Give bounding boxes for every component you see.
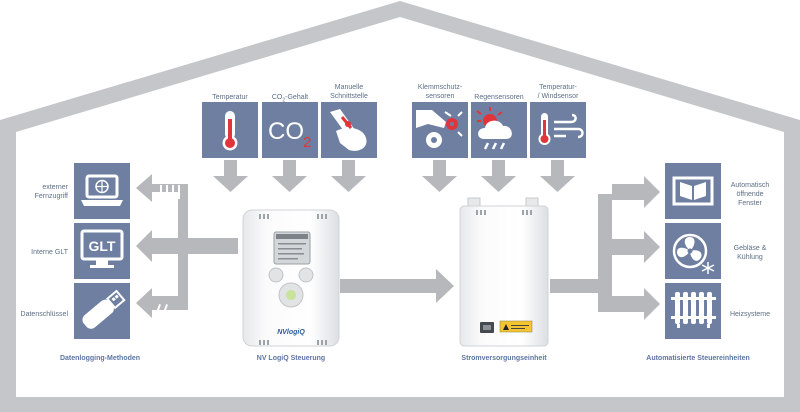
actuator-arrows xyxy=(550,176,660,320)
stripe-marks xyxy=(155,185,180,316)
label-manuell-line2: Schnittstelle xyxy=(330,93,368,100)
arrow-co2 xyxy=(272,160,307,192)
arrow-to-fenster xyxy=(612,176,660,208)
co2-subscript: 2 xyxy=(282,97,286,104)
rain-cloud-icon xyxy=(476,107,512,150)
label-glt: Interne GLT xyxy=(31,249,68,256)
label-regen: Regensensoren xyxy=(474,94,524,101)
controller-button-right xyxy=(298,267,314,283)
label-fernzugriff-line1: externer xyxy=(42,184,68,191)
thermometer-icon xyxy=(222,111,238,151)
section-title-controller: NV LogiQ Steuerung xyxy=(256,355,326,362)
co2-icon-subscript: 2 xyxy=(303,134,311,151)
usb-stick-icon xyxy=(82,289,126,329)
temperature-wind-icon xyxy=(538,113,584,145)
logging-arrows xyxy=(136,174,238,318)
controller-device: NVlogiQ xyxy=(242,209,340,347)
controller-button-left xyxy=(268,267,284,283)
section-title-actuators: Automatisierte Steuereinheiten xyxy=(646,355,750,362)
label-geblaese-line1: Gebläse & xyxy=(733,245,767,252)
tile-co2 xyxy=(262,102,318,158)
power-supply-device xyxy=(459,197,549,347)
radiator-icon xyxy=(671,292,716,328)
sensor-arrows xyxy=(213,160,575,192)
label-wind: Temperatur- / Windsensor xyxy=(523,83,593,101)
section-title-power: Stromversorgungseinheit xyxy=(461,355,547,362)
co2-suffix: -Gehalt xyxy=(285,94,309,101)
arrow-to-glt xyxy=(136,230,178,262)
controller-brand-logo: NVlogiQ xyxy=(277,329,305,336)
warning-label xyxy=(499,320,533,333)
label-heiz: Heizsysteme xyxy=(729,311,771,318)
fan-icon xyxy=(672,233,715,274)
arrow-to-geblaese xyxy=(612,231,660,263)
arrow-bus xyxy=(550,194,612,298)
pinch-protection-icon xyxy=(416,110,463,148)
label-fernzugriff-line2: Fernzugriff xyxy=(34,193,68,200)
laptop-icon xyxy=(81,174,123,206)
label-geblaese-line2: Kühlung xyxy=(737,254,763,261)
label-wind-line1: Temperatur- xyxy=(539,84,577,91)
co2-prefix: CO xyxy=(271,94,283,101)
window-icon xyxy=(672,176,714,206)
connector-bar xyxy=(176,238,238,254)
label-geblaese: Gebläse & Kühlung xyxy=(722,244,778,262)
hand-pointer-icon xyxy=(330,109,367,151)
label-datenschluessel: Datenschlüssel xyxy=(20,311,68,318)
section-title-logging: Datenlogging-Methoden xyxy=(59,355,141,362)
arrow-regen xyxy=(481,160,516,192)
arrow-to-heiz xyxy=(598,288,660,320)
glt-icon-text: GLT xyxy=(89,238,116,254)
label-fenster-line1: Automatisch xyxy=(730,182,770,189)
label-fenster-line3: Fenster xyxy=(738,200,762,207)
co2-icon-text: CO xyxy=(268,118,304,145)
arrow-controller-to-power xyxy=(340,269,454,303)
arrow-temperatur xyxy=(213,160,248,192)
label-temperatur: Temperatur xyxy=(212,94,248,101)
label-co2: CO2-Gehalt xyxy=(256,93,324,104)
arrow-wind xyxy=(540,160,575,192)
arrow-manuell xyxy=(331,160,366,192)
label-klemm-line1: Klemmschutz- xyxy=(417,84,463,91)
label-klemm-line2: sensoren xyxy=(425,93,455,100)
arrow-klemm xyxy=(422,160,457,192)
monitor-icon: GLT xyxy=(80,229,124,268)
label-wind-line2: / Windsensor xyxy=(537,93,579,100)
co2-icon: CO 2 xyxy=(268,118,311,151)
label-fenster-line2: öffnende xyxy=(736,191,764,198)
label-klemm: Klemmschutz-sensoren xyxy=(405,83,475,101)
arrow-to-datenschluessel xyxy=(136,246,188,318)
label-manuell-line1: Manuelle xyxy=(334,84,364,91)
